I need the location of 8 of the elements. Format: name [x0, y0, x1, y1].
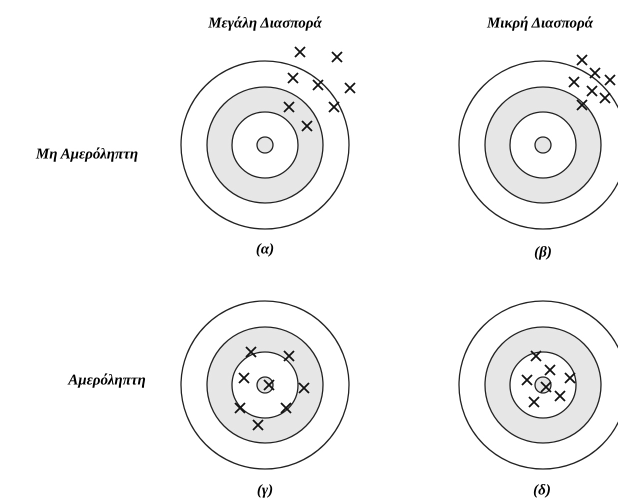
panel-label: (α) — [256, 242, 274, 258]
panel-label: (γ) — [256, 482, 274, 500]
panel-label: (δ) — [533, 482, 551, 500]
row-heading: Μη Αμερόληπτη — [36, 146, 138, 164]
panel-label: (β) — [534, 244, 552, 262]
row-heading: Αμερόληπτη — [68, 372, 146, 390]
column-heading: Μεγάλη Διασπορά — [208, 16, 322, 32]
column-heading: Μικρή Διασπορά — [486, 16, 594, 32]
